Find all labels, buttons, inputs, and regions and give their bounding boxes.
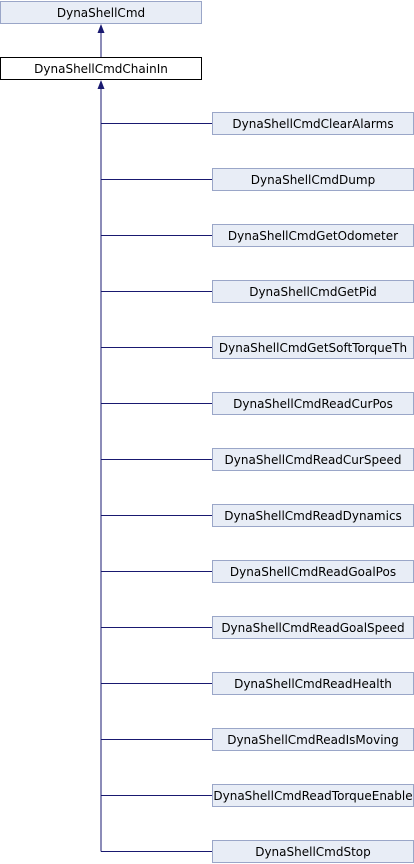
derived-class-node[interactable]: DynaShellCmdReadIsMoving xyxy=(212,728,414,751)
derived-class-label: DynaShellCmdReadDynamics xyxy=(224,508,402,523)
derived-class-label: DynaShellCmdStop xyxy=(255,844,371,859)
derived-class-node[interactable]: DynaShellCmdReadGoalPos xyxy=(212,560,414,583)
base-class-node[interactable]: DynaShellCmd xyxy=(0,1,202,24)
derived-class-label: DynaShellCmdReadHealth xyxy=(234,676,392,691)
derived-class-node[interactable]: DynaShellCmdClearAlarms xyxy=(212,112,414,135)
derived-class-label: DynaShellCmdDump xyxy=(250,172,376,187)
derived-class-node[interactable]: DynaShellCmdReadCurSpeed xyxy=(212,448,414,471)
derived-class-node[interactable]: DynaShellCmdGetSoftTorqueTh xyxy=(212,336,414,359)
arrowhead-base xyxy=(97,24,105,33)
arrowhead-chain xyxy=(97,80,105,89)
current-class-label: DynaShellCmdChainIn xyxy=(34,61,168,76)
derived-class-node[interactable]: DynaShellCmdReadGoalSpeed xyxy=(212,616,414,639)
derived-class-label: DynaShellCmdGetPid xyxy=(249,284,377,299)
derived-class-node[interactable]: DynaShellCmdReadCurPos xyxy=(212,392,414,415)
derived-class-node[interactable]: DynaShellCmdReadTorqueEnable xyxy=(212,784,414,807)
derived-class-label: DynaShellCmdReadGoalSpeed xyxy=(221,620,405,635)
derived-class-label: DynaShellCmdReadTorqueEnable xyxy=(213,788,413,803)
derived-class-label: DynaShellCmdReadGoalPos xyxy=(229,564,397,579)
derived-class-label: DynaShellCmdReadCurSpeed xyxy=(224,452,402,467)
derived-class-node[interactable]: DynaShellCmdDump xyxy=(212,168,414,191)
derived-class-label: DynaShellCmdReadIsMoving xyxy=(227,732,399,747)
current-class-node: DynaShellCmdChainIn xyxy=(0,57,202,80)
derived-class-node[interactable]: DynaShellCmdGetPid xyxy=(212,280,414,303)
derived-class-node[interactable]: DynaShellCmdReadDynamics xyxy=(212,504,414,527)
derived-class-label: DynaShellCmdGetSoftTorqueTh xyxy=(218,340,408,355)
derived-class-node[interactable]: DynaShellCmdGetOdometer xyxy=(212,224,414,247)
base-class-label: DynaShellCmd xyxy=(56,5,146,20)
derived-class-node[interactable]: DynaShellCmdReadHealth xyxy=(212,672,414,695)
derived-class-label: DynaShellCmdGetOdometer xyxy=(227,228,399,243)
derived-class-label: DynaShellCmdReadCurPos xyxy=(233,396,393,411)
derived-class-label: DynaShellCmdClearAlarms xyxy=(232,116,394,131)
derived-class-node[interactable]: DynaShellCmdStop xyxy=(212,840,414,863)
